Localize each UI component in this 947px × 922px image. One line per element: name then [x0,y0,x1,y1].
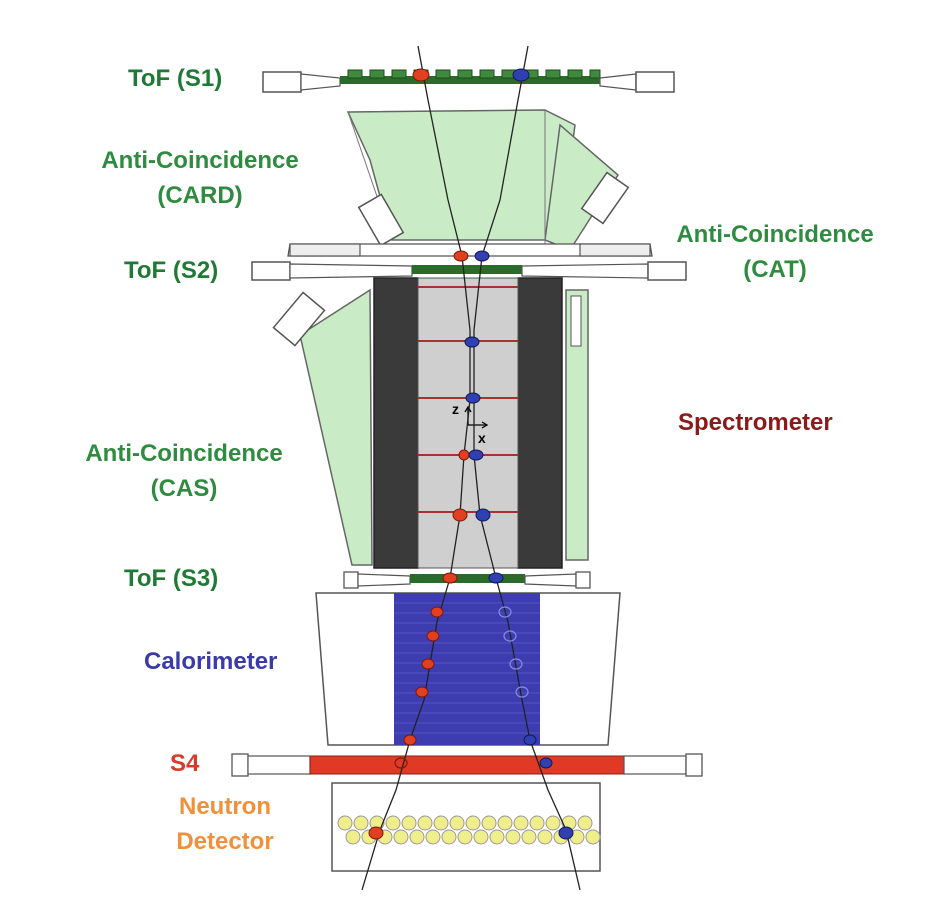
calorimeter [315,592,621,746]
anti-coincidence-cat [287,243,653,257]
anti-coincidence-card-label-line1: Anti-Coincidence [101,147,299,174]
anti-coincidence-card [346,109,630,251]
anti-coincidence-cas-label-line1: Anti-Coincidence [85,440,283,467]
anti-coincidence-card-label-line2: (CARD) [157,182,243,209]
spectrometer-label: Spectrometer [678,409,833,436]
negative-particle-s4-hit [394,757,408,769]
calorimeter-label: Calorimeter [144,648,278,675]
anti-coincidence-cat-label-line1: Anti-Coincidence [676,221,874,248]
s4-scintillator [231,753,703,777]
tof-s2-label: ToF (S2) [124,257,219,284]
positive-particle-hits [464,68,574,840]
tof-s3-scintillator [343,571,591,589]
anti-coincidence-cas [272,288,589,566]
axis-z-label: z [452,401,459,417]
spectrometer-magnet [373,277,563,569]
tof-s1-label: ToF (S1) [128,65,223,92]
negative-particle-hits [368,68,470,840]
neutron-detector-label-line2: Detector [176,828,274,855]
neutron-detector-label-line1: Neutron [179,793,271,820]
tof-s3-label: ToF (S3) [124,565,219,592]
anti-coincidence-cat-label-line2: (CAT) [743,256,807,283]
axis-x-label: x [478,430,486,446]
positive-particle-calorimeter-hits [498,606,529,698]
anti-coincidence-cas-label-line2: (CAS) [150,475,218,502]
tof-s1-scintillator [262,69,675,93]
s4-label: S4 [170,750,200,777]
tof-s2-scintillator [251,261,687,281]
